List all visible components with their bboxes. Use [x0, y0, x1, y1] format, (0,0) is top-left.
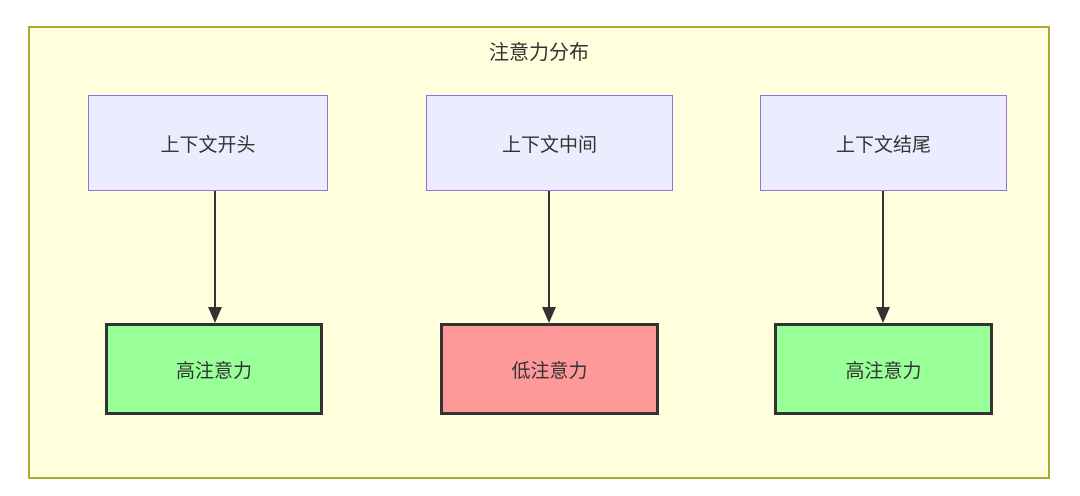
attention-distribution-subgraph: 注意力分布 上下文开头 上下文中间 上下文结尾 高注意力 低注意力	[28, 26, 1050, 479]
node-context-beginning: 上下文开头	[88, 95, 328, 191]
node-context-end: 上下文结尾	[760, 95, 1007, 191]
node-label: 上下文结尾	[835, 134, 931, 156]
node-label: 低注意力	[511, 360, 588, 382]
node-label: 高注意力	[175, 360, 252, 382]
node-high-attention-right: 高注意力	[774, 323, 993, 415]
node-high-attention-left: 高注意力	[105, 323, 323, 415]
node-context-middle: 上下文中间	[426, 95, 673, 191]
diagram-title: 注意力分布	[489, 42, 589, 64]
node-label: 上下文中间	[501, 134, 597, 156]
node-label: 高注意力	[845, 360, 922, 382]
node-label: 上下文开头	[160, 134, 256, 156]
arrow-down-end-to-high	[876, 191, 890, 323]
arrow-down-middle-to-low	[542, 191, 556, 323]
arrow-down-beginning-to-high	[208, 191, 222, 323]
node-low-attention: 低注意力	[440, 323, 659, 415]
